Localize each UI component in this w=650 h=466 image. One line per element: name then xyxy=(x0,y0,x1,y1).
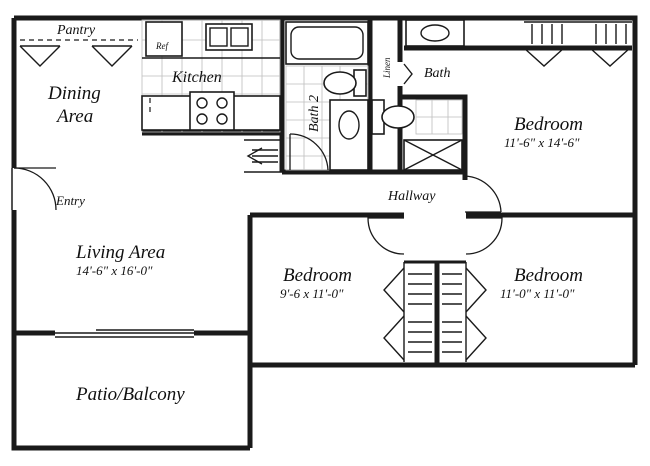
label-hallway: Hallway xyxy=(387,189,436,204)
label-master-bedroom-size: 11'-6" x 14'-6" xyxy=(504,135,580,150)
master-closet xyxy=(523,21,632,67)
patio-slider xyxy=(55,329,194,338)
label-living-area: Living Area xyxy=(75,242,165,263)
label-ref: Ref xyxy=(155,41,169,51)
label-bath: Bath xyxy=(424,66,450,81)
bathtub xyxy=(285,21,369,65)
label-living-area-size: 14'-6" x 16'-0" xyxy=(76,263,153,278)
stove xyxy=(189,91,235,131)
refrigerator xyxy=(145,21,183,57)
kitchen xyxy=(141,19,281,133)
room-labels: Pantry Ref Kitchen Dining Area Bath 2 Li… xyxy=(47,23,583,405)
label-bedroom-2: Bedroom xyxy=(283,265,352,286)
label-bath2: Bath 2 xyxy=(307,95,322,132)
label-kitchen: Kitchen xyxy=(171,69,222,86)
pantry xyxy=(19,39,138,67)
label-bedroom-2-size: 9'-6 x 11'-0" xyxy=(280,286,344,301)
label-bedroom-3: Bedroom xyxy=(514,265,583,286)
entry-door xyxy=(11,167,57,211)
master-toilet xyxy=(371,99,415,135)
label-linen: Linen xyxy=(382,57,392,79)
master-vanity xyxy=(405,19,465,47)
label-dining-1: Dining xyxy=(47,83,101,104)
label-pantry: Pantry xyxy=(56,23,96,38)
label-dining-2: Area xyxy=(55,106,93,127)
label-master-bedroom: Bedroom xyxy=(514,114,583,135)
label-entry: Entry xyxy=(55,193,85,208)
bedroom-closets xyxy=(383,260,487,362)
toilet xyxy=(323,69,367,97)
master-bath xyxy=(371,19,465,171)
label-bedroom-3-size: 11'-0" x 11'-0" xyxy=(500,286,575,301)
label-patio: Patio/Balcony xyxy=(75,384,185,405)
hallway-doors xyxy=(367,175,503,255)
walls xyxy=(11,15,638,451)
bath-2 xyxy=(244,21,369,173)
